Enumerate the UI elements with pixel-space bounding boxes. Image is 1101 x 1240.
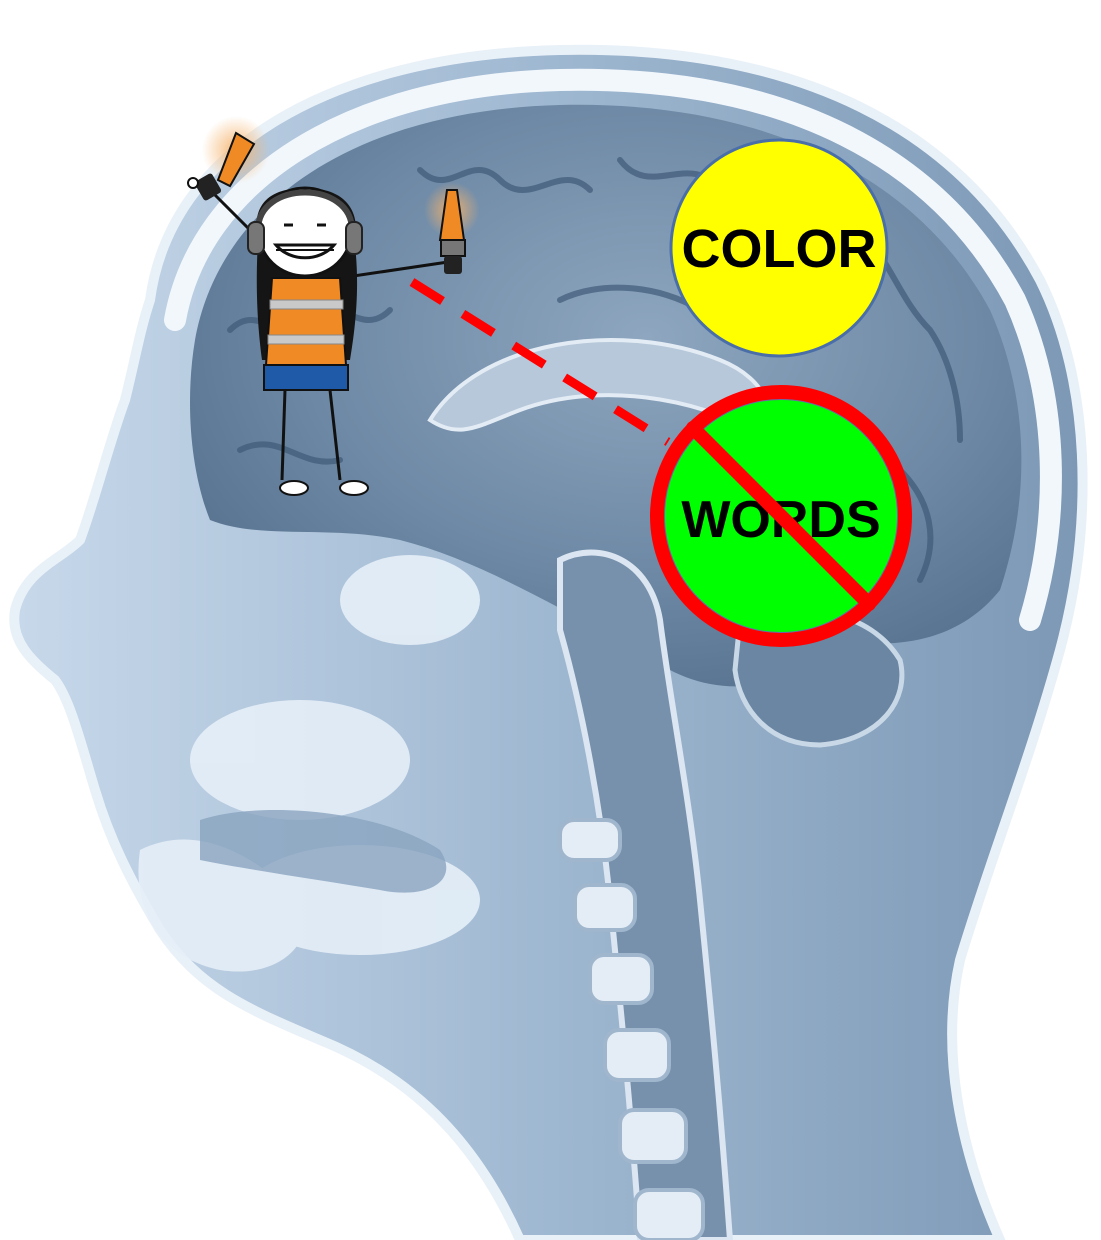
safety-vest bbox=[266, 278, 346, 365]
color-badge: COLOR bbox=[671, 140, 887, 356]
color-label: COLOR bbox=[682, 219, 877, 279]
words-badge: WORDS bbox=[657, 392, 905, 640]
right-foot bbox=[340, 481, 368, 495]
skirt bbox=[264, 365, 348, 390]
left-foot bbox=[280, 481, 308, 495]
mri-head-scan bbox=[14, 50, 1082, 1240]
